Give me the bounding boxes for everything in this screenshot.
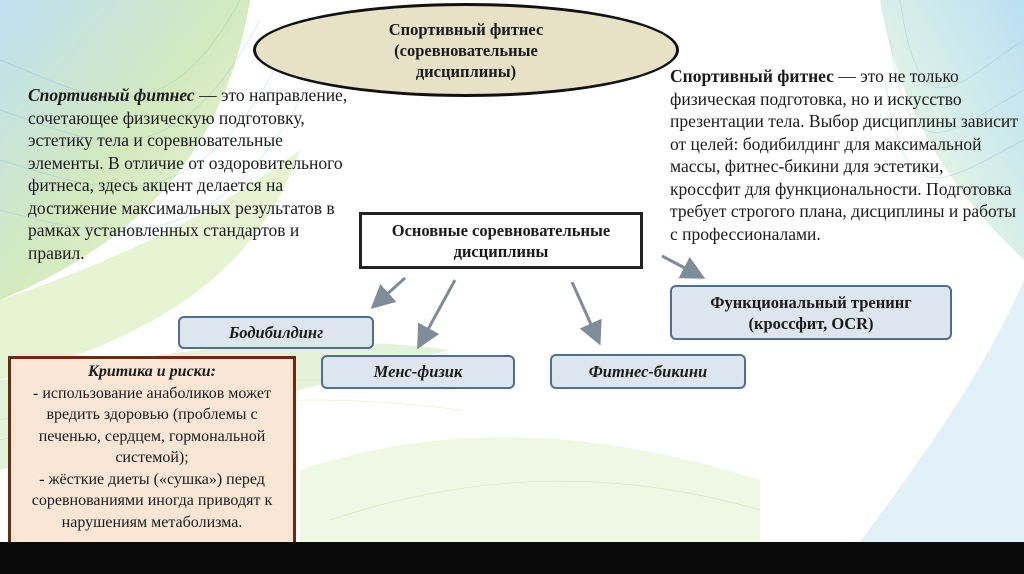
discipline-fitness-bikini: Фитнес-бикини: [550, 354, 746, 389]
right-description: Спортивный фитнес — это не только физиче…: [670, 65, 1018, 245]
discipline-mens-physique: Менс-физик: [321, 355, 515, 389]
left-description-text: — это направление, сочетающее физическую…: [28, 85, 348, 263]
main-disciplines-line-1: Основные соревновательные: [391, 220, 611, 240]
discipline-bodybuilding: Бодибилдинг: [178, 316, 374, 349]
arrow-to-bodybuilding: [370, 276, 407, 310]
right-description-text: — это не только физическая подготовка, н…: [670, 66, 1018, 244]
main-disciplines-box: Основные соревновательные дисциплины: [359, 212, 643, 269]
functional-line-2: (кроссфит, OCR): [748, 313, 874, 333]
left-description: Спортивный фитнес — это направление, соч…: [28, 84, 358, 264]
right-description-lead: Спортивный фитнес: [670, 66, 834, 86]
main-disciplines-line-2: дисциплины: [453, 241, 549, 261]
bottom-black-bar: [0, 542, 1024, 574]
title-line-2: (соревновательные: [394, 40, 538, 60]
critique-title: Критика и риски:: [87, 363, 217, 380]
title-line-1: Спортивный фитнес: [388, 19, 544, 39]
discipline-functional-training: Функциональный тренинг (кроссфит, OCR): [670, 285, 952, 340]
title-line-3: дисциплины): [415, 61, 517, 81]
arrow-to-functional: [661, 254, 706, 279]
title-oval: Спортивный фитнес (соревновательные дисц…: [253, 3, 679, 97]
arrow-to-fitness-bikini: [570, 281, 602, 346]
critique-item-2: - жёсткие диеты («сушка») перед соревнов…: [31, 470, 273, 531]
critique-box: Критика и риски: - использование анаболи…: [8, 356, 296, 556]
arrow-to-mens-physique: [417, 279, 457, 350]
functional-line-1: Функциональный тренинг: [710, 292, 912, 312]
critique-item-1: - использование анаболиков может вредить…: [33, 384, 271, 467]
left-description-lead: Спортивный фитнес: [28, 85, 195, 105]
